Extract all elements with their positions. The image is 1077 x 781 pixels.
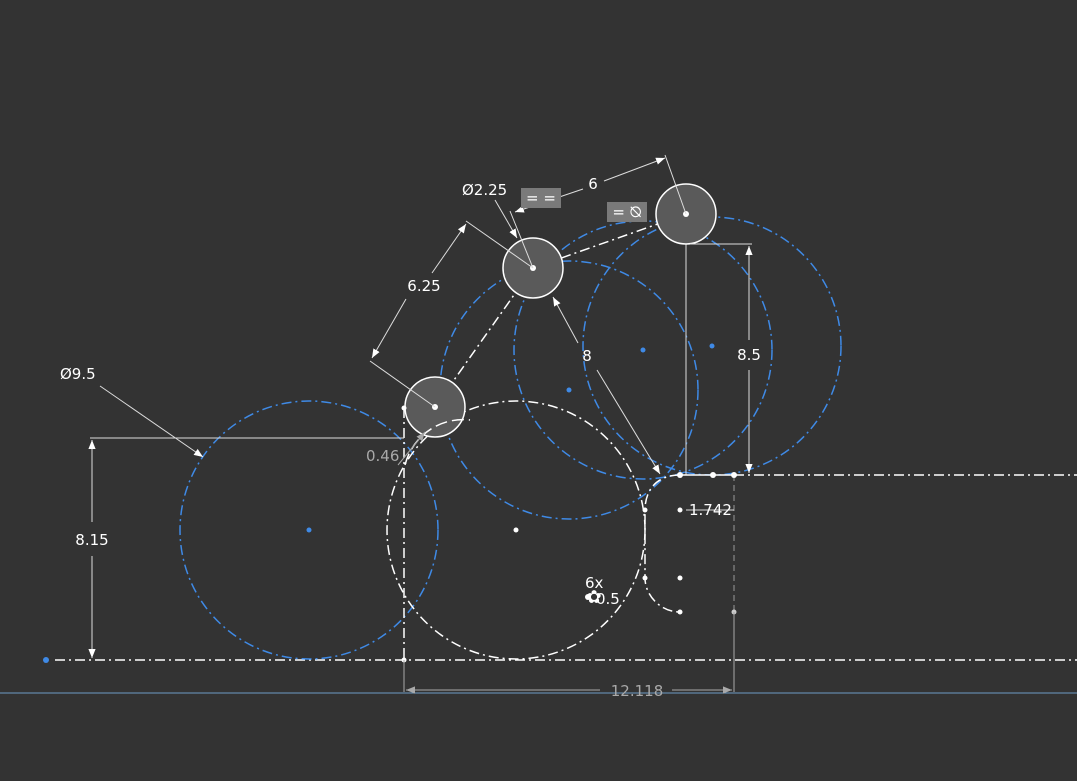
sketch-point[interactable] [585,594,591,600]
leader-line [494,199,518,239]
center-point[interactable] [513,527,519,533]
equal-constraint-badge[interactable] [521,188,561,208]
sketch-point[interactable] [642,575,648,581]
dimension-dia-9-5[interactable]: Ø9.5 [60,365,96,383]
slot-profile[interactable] [644,474,681,613]
dimension-12-118[interactable]: 12.118 [611,682,664,700]
sketch-point[interactable] [677,472,683,478]
dimension-line [371,298,407,359]
center-point[interactable] [709,343,715,349]
sketch-point[interactable] [731,472,737,478]
dimension-line [596,369,661,475]
sketch-point[interactable] [710,472,716,478]
center-point[interactable] [640,347,646,353]
origin-point[interactable] [43,657,49,663]
extension-line [465,220,534,269]
dimension-1-742[interactable]: 1.742 [689,501,732,519]
extension-line [664,154,687,215]
tangent-constraint-label: = ⦰ [612,203,641,221]
sketch-point[interactable] [677,575,683,581]
sketch-point[interactable] [677,609,683,615]
construction-circle-large[interactable] [179,400,439,660]
dimension-line [552,296,579,344]
equal-constraint-label: = = [526,189,556,207]
tangent-arc[interactable] [404,418,471,466]
dimension-6-25[interactable]: 6.25 [407,277,440,295]
sketch-point[interactable] [401,405,407,411]
fillet-icon: ✿ [586,587,601,608]
pattern-count[interactable]: 6x [585,574,604,592]
extension-line [509,210,534,269]
leader-line [99,385,204,458]
dimension-0-46[interactable]: 0.46 [366,447,399,465]
dimension-8[interactable]: 8 [582,347,592,365]
center-point[interactable] [306,527,312,533]
dimension-8-15[interactable]: 8.15 [75,531,108,549]
dimension-line [603,157,666,182]
sketch-point[interactable] [642,507,648,513]
dimension-line [431,223,467,274]
fillet-radius-value[interactable]: 0.5 [596,590,620,608]
center-point[interactable] [566,387,572,393]
dimension-line [397,431,426,466]
sketch-point[interactable] [677,507,683,513]
dimension-8-5[interactable]: 8.5 [737,346,761,364]
dimension-dia-2-25[interactable]: Ø2.25 [462,181,507,199]
tangent-constraint-badge[interactable] [607,202,647,222]
dimension-6[interactable]: 6 [588,175,598,193]
extension-line [369,360,436,408]
